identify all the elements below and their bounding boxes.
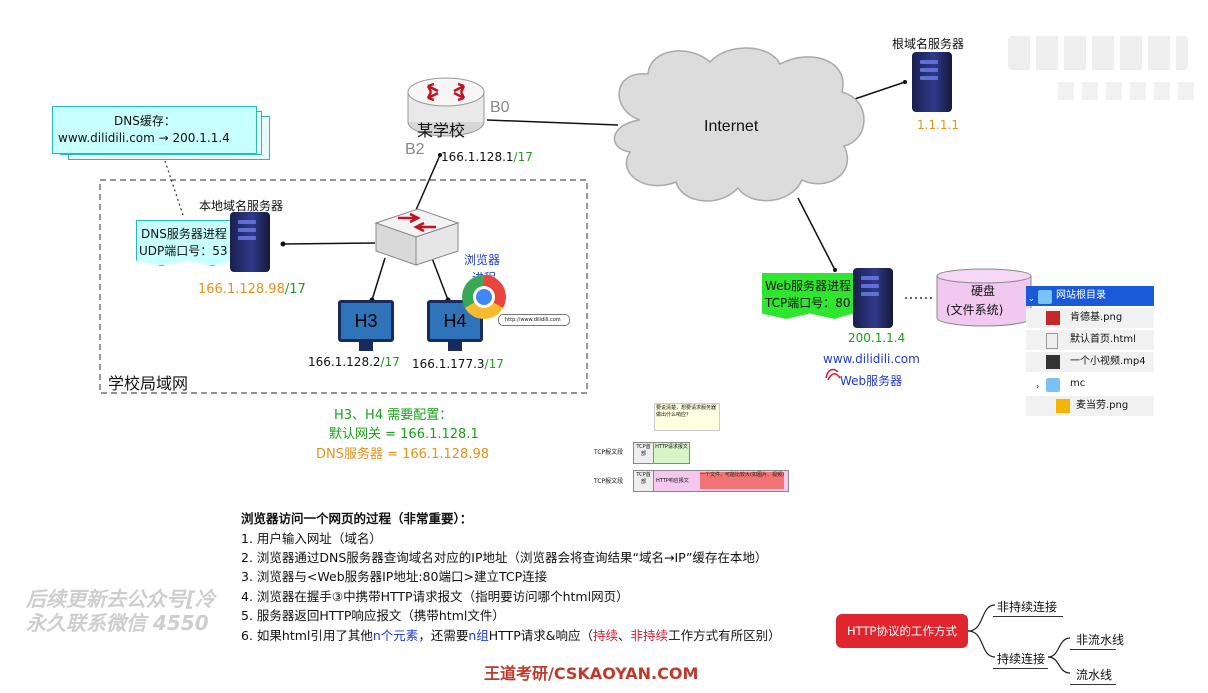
watermark-line-2: 永久联系微信 4550	[26, 611, 209, 635]
mindmap-non-persistent: 非持续连接	[997, 600, 1058, 614]
local-dns-title: 本地域名服务器	[199, 199, 284, 213]
web-server-process-name: Web服务器进程	[765, 279, 852, 293]
chrome-icon	[462, 275, 506, 319]
root-dns-ip: 1.1.1.1	[917, 118, 959, 132]
tcp-header-1: TCP首部	[633, 442, 654, 464]
watermark-logo	[1008, 28, 1198, 108]
tcp-note: 要说清楚，想要请求服务器做出什么响应？	[654, 403, 720, 431]
router-label: 某学校	[417, 121, 466, 140]
internet-cloud: Internet	[600, 40, 875, 210]
router-port-b2: B2	[405, 141, 425, 158]
tree-item-mc-folder[interactable]: › mc	[1036, 378, 1086, 392]
web-server-process-port: TCP端口号：80	[765, 296, 851, 310]
web-server-process-banner: Web服务器进程 TCP端口号：80	[762, 273, 858, 319]
internet-label: Internet	[704, 118, 759, 135]
host-h4-ip: 166.1.177.3/17	[412, 357, 504, 371]
disk-label: 硬盘	[971, 284, 996, 298]
mindmap-underline-1	[993, 616, 1063, 617]
chevron-right-icon: ›	[1036, 382, 1040, 391]
file-tree: ⌄ 网站根目录 肯德基.png 默认首页.html 一个小视频.mp4 › mc…	[1026, 286, 1154, 416]
dns-cache-card: DNS缓存： www.dilidili.com → 200.1.1.4	[52, 106, 272, 160]
local-dns-process-banner: DNS服务器进程 UDP端口号：53	[136, 220, 238, 266]
resp-note-box: 一个文件，可能比较大(如图片、视频)	[700, 472, 784, 489]
steps-title: 浏览器访问一个网页的过程（非常重要）：	[241, 511, 473, 526]
mindmap-persistent: 持续连接	[997, 652, 1046, 666]
local-dns-process-port: UDP端口号：53	[139, 244, 228, 258]
local-dns-ip: 166.1.128.98/17	[198, 282, 306, 297]
web-server-label: Web服务器	[840, 374, 903, 388]
folder-icon	[1046, 378, 1060, 392]
image-file-icon	[1046, 311, 1060, 325]
web-server-domain: www.dilidili.com	[823, 352, 920, 366]
root-dns-server-icon	[912, 52, 952, 112]
local-dns-process-name: DNS服务器进程	[141, 227, 227, 241]
step-4: 4. 浏览器在握手③中携带HTTP请求报文（指明要访问哪个html网页）	[241, 589, 629, 604]
tree-root-row[interactable]: ⌄ 网站根目录	[1026, 286, 1154, 306]
watermark-line-1: 后续更新去公众号[冷	[26, 587, 216, 611]
dns-cache-title: DNS缓存：	[114, 114, 176, 128]
host-h3-ip: 166.1.128.2/17	[308, 355, 400, 369]
config-dns: DNS服务器 = 166.1.128.98	[316, 447, 489, 462]
lan-label: 学校局域网	[108, 374, 189, 393]
folder-icon	[1038, 290, 1052, 304]
browser-url: http://www.dilidili.com	[505, 317, 561, 323]
tree-item-video[interactable]: 一个小视频.mp4	[1026, 352, 1154, 372]
video-file-icon	[1046, 355, 1060, 369]
tcp-diagram: 要说清楚，想要请求服务器做出什么响应？ TCP报文段 TCP首部 HTTP请求报…	[592, 403, 792, 493]
tree-item-kfc[interactable]: 肯德基.png	[1026, 308, 1154, 328]
image-file-icon	[1056, 399, 1070, 413]
chevron-down-icon: ⌄	[1028, 294, 1035, 303]
tcp-header-2: TCP首部	[633, 470, 654, 492]
step-2: 2. 浏览器通过DNS服务器查询域名对应的IP地址（浏览器会将查询结果“域名→I…	[241, 550, 768, 565]
http-request-box: HTTP请求报文	[653, 442, 690, 464]
dns-cache-entry: www.dilidili.com → 200.1.1.4	[58, 131, 230, 145]
step-3: 3. 浏览器与<Web服务器IP地址:80端口>建立TCP连接	[241, 569, 548, 584]
footer-brand: 王道考研/CSKAOYAN.COM	[484, 664, 699, 683]
router-port-b0: B0	[490, 99, 510, 116]
http-response-box: HTTP响应报文 一个文件，可能比较大(如图片、视频)	[653, 470, 789, 492]
router-ip: 166.1.128.1/17	[441, 150, 533, 164]
mindmap-pipeline: 流水线	[1076, 668, 1113, 682]
browser-address-bar: http://www.dilidili.com	[498, 314, 570, 326]
mindmap-root: HTTP协议的工作方式	[836, 614, 968, 648]
browser-label-1: 浏览器	[464, 253, 501, 267]
mindmap-underline-3	[1070, 649, 1116, 650]
config-title: H3、H4 需要配置：	[334, 408, 453, 423]
host-h3-icon: H3	[338, 300, 394, 351]
local-dns-server-icon	[230, 212, 270, 272]
step-1: 1. 用户输入网址（域名）	[241, 531, 382, 546]
config-gateway: 默认网关 = 166.1.128.1	[329, 427, 479, 442]
disk-sublabel: (文件系统)	[946, 303, 1004, 317]
switch-icon	[370, 205, 462, 267]
web-server-icon	[853, 268, 893, 328]
tree-item-mcd[interactable]: 麦当劳.png	[1026, 396, 1154, 416]
root-dns-title: 根域名服务器	[892, 37, 965, 51]
mindmap-underline-4	[1070, 684, 1116, 685]
mindmap-non-pipeline: 非流水线	[1076, 633, 1125, 647]
tree-item-index[interactable]: 默认首页.html	[1026, 330, 1154, 350]
red-underline-scribble	[824, 366, 842, 382]
router-icon	[404, 74, 488, 140]
web-server-ip: 200.1.1.4	[848, 331, 906, 345]
step-5: 5. 服务器返回HTTP响应报文（携带html文件）	[241, 608, 505, 623]
disk-icon: 硬盘 (文件系统)	[936, 268, 1032, 328]
mindmap-underline-2	[993, 668, 1048, 669]
html-file-icon	[1046, 333, 1058, 349]
step-6: 6. 如果html引用了其他n个元素，还需要n组HTTP请求&响应（持续、非持续…	[241, 628, 781, 643]
